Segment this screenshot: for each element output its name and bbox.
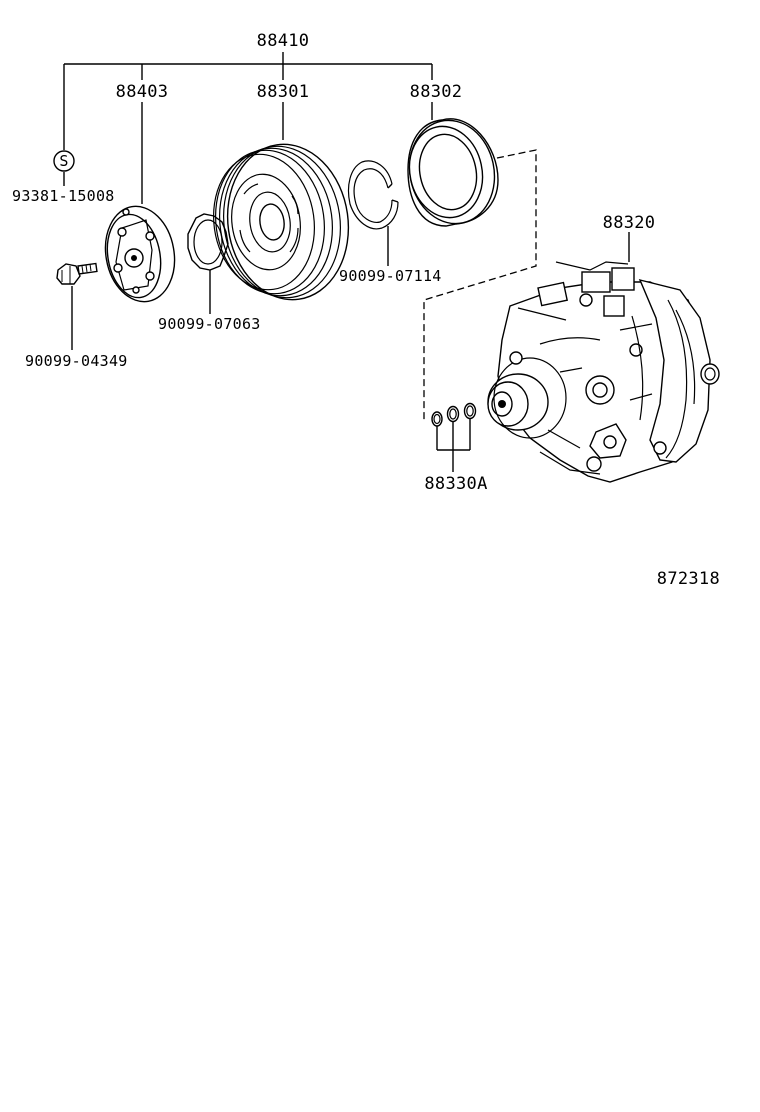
clutch-hub-icon [104,205,176,303]
snap-ring-icon [347,160,399,230]
o-rings-icon [431,402,477,427]
label-90099-04349: 90099-04349 [25,352,128,370]
stator-icon [407,118,499,227]
label-88403: 88403 [116,82,169,102]
label-88320: 88320 [603,213,656,233]
s-mark-text: S [59,152,68,170]
label-90099-07114: 90099-07114 [339,267,442,285]
label-88330A: 88330A [424,474,487,494]
label-93381-15008: 93381-15008 [12,187,115,205]
bolt-icon [56,262,98,285]
label-90099-07063: 90099-07063 [158,315,261,333]
label-88301: 88301 [257,82,310,102]
label-88302: 88302 [410,82,463,102]
oring-bracket [436,418,471,472]
shim-icon [187,213,229,271]
s-mark-icon: S [53,150,75,172]
assembly-dashed-lines [423,149,537,420]
label-88410: 88410 [257,31,310,51]
figure-number: 872318 [657,569,720,589]
pulley-icon [212,143,350,301]
assembly-bracket [63,52,433,150]
compressor-icon [487,261,720,483]
